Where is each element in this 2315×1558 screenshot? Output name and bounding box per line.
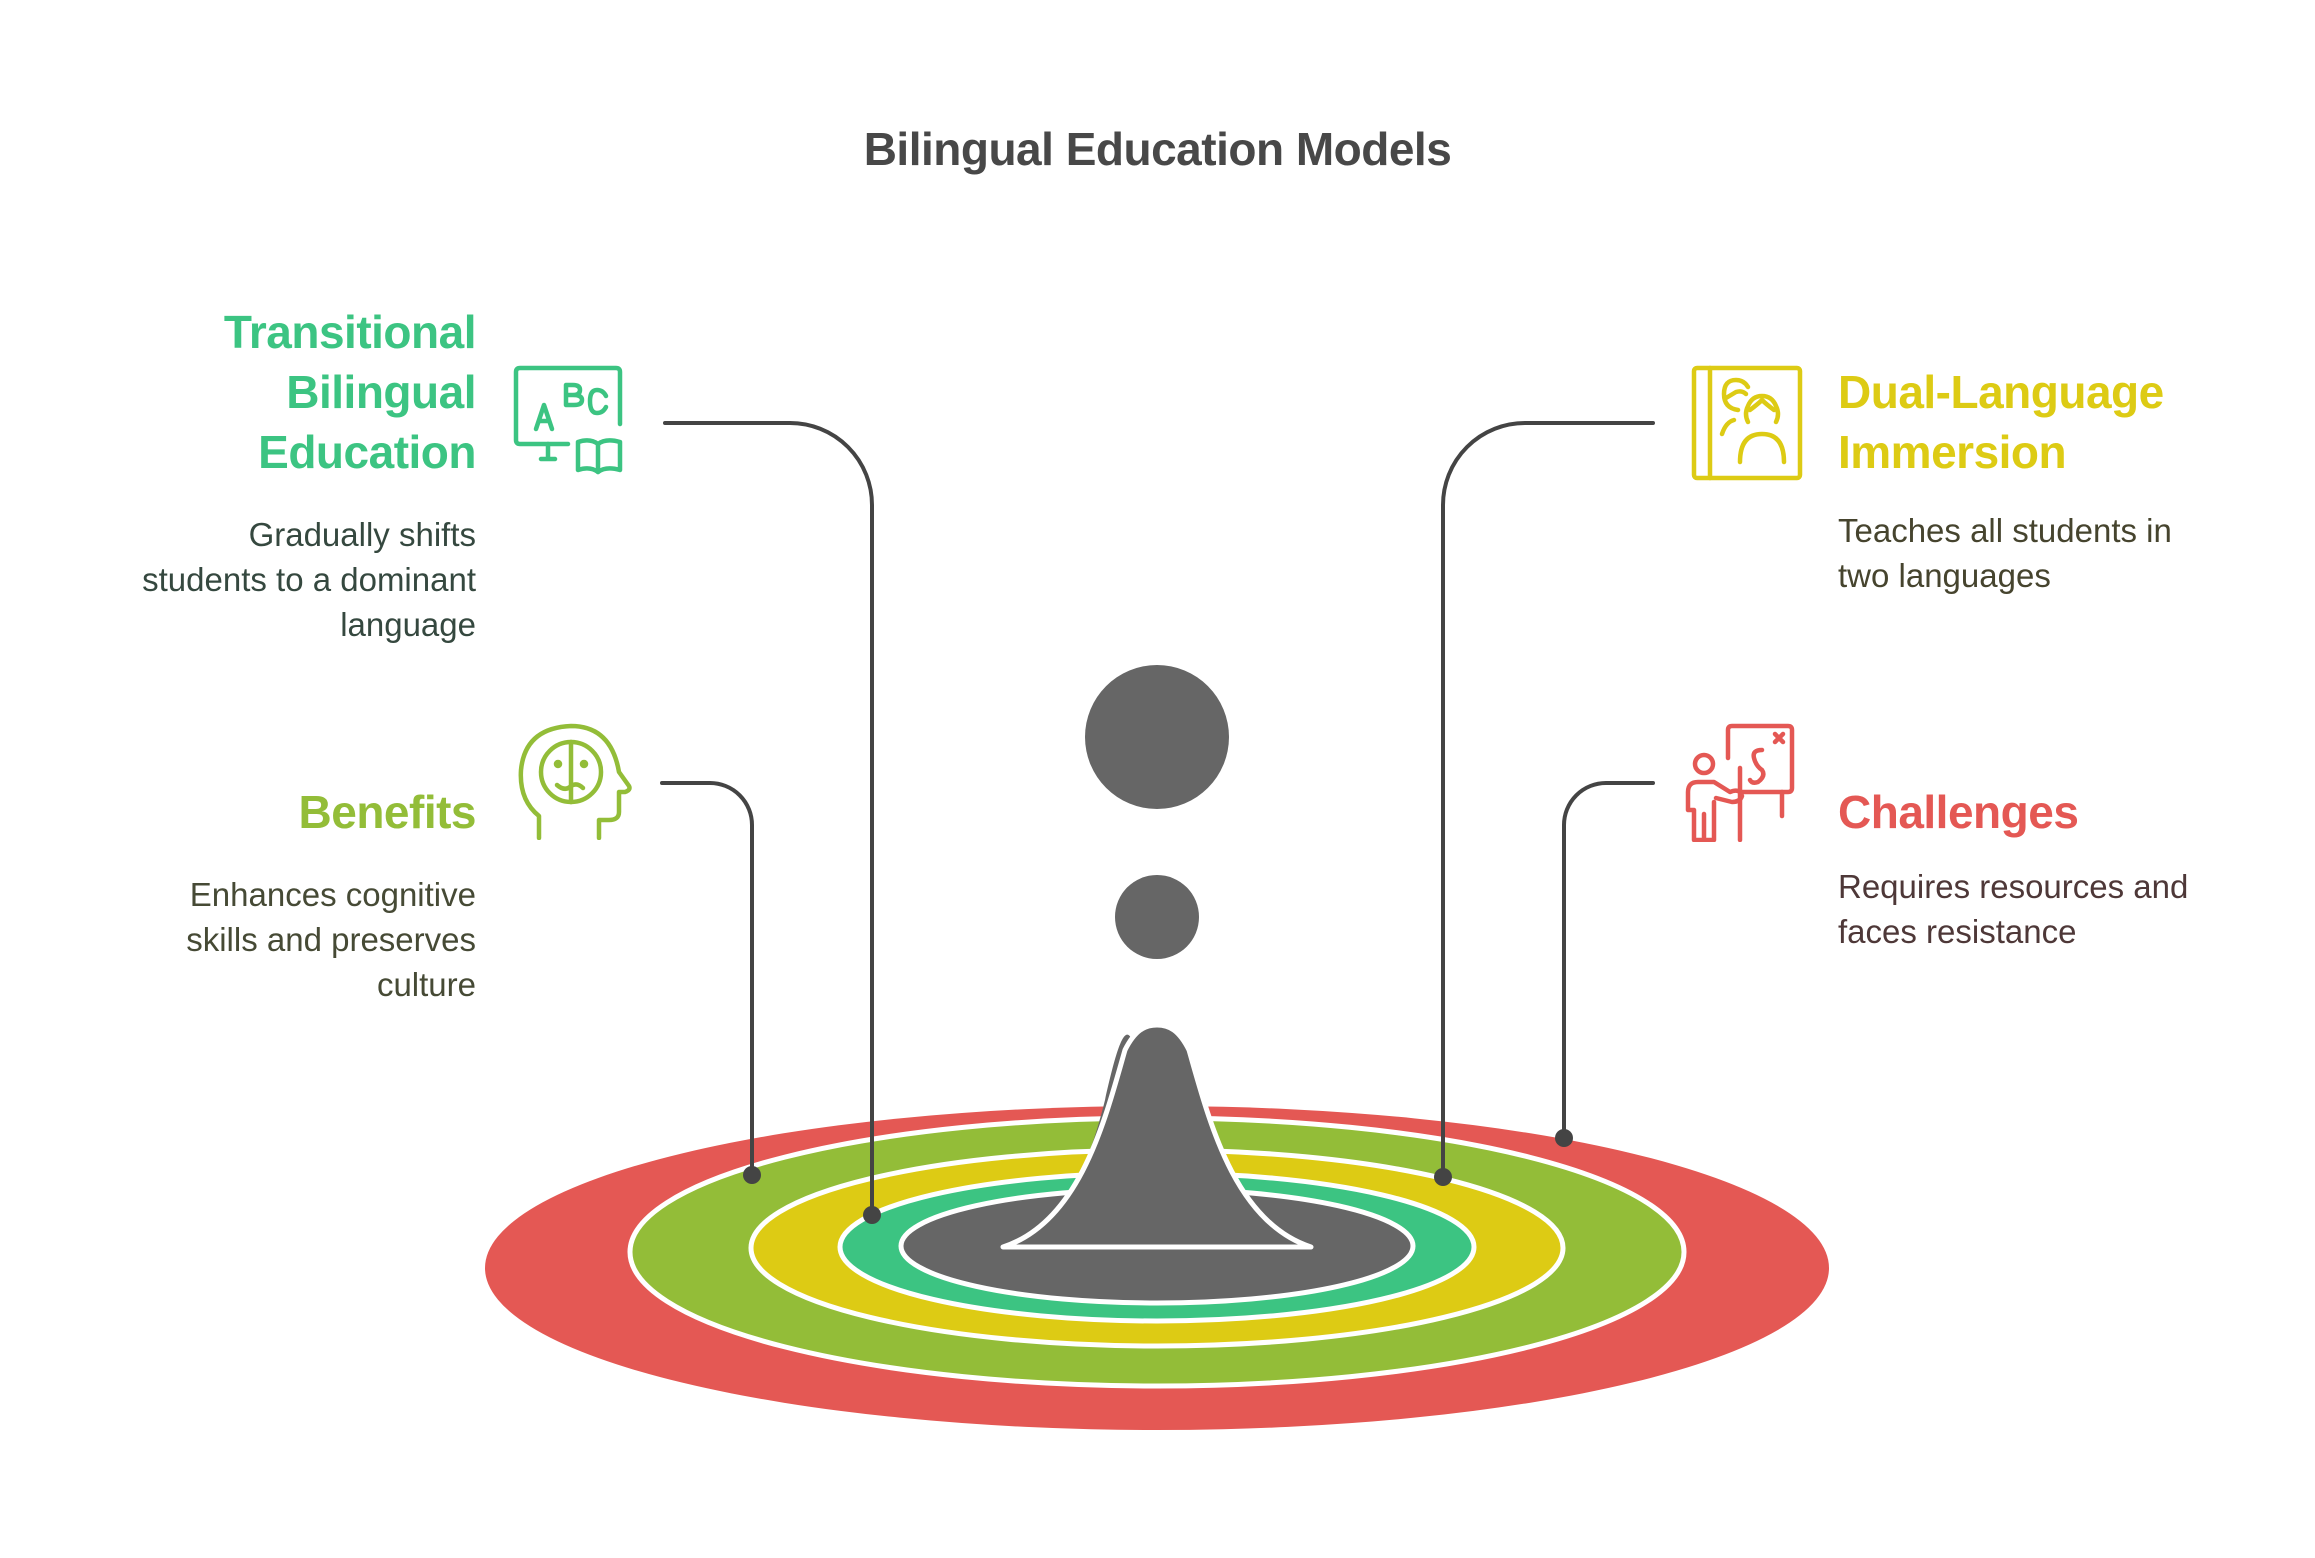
teacher-at-board-icon bbox=[1685, 723, 1795, 842]
description-line: Gradually shifts bbox=[248, 516, 476, 553]
drop-small bbox=[1115, 875, 1199, 959]
connector-dual-language bbox=[1441, 421, 1655, 1178]
splash-peak-shape bbox=[1000, 1022, 1314, 1250]
heading-line: Benefits bbox=[298, 786, 477, 838]
description-line: culture bbox=[376, 966, 476, 1003]
heading-line: Transitional bbox=[223, 306, 477, 358]
heading-benefits: Benefits bbox=[56, 782, 477, 842]
description-transitional: Gradually shifts students to a dominant … bbox=[56, 512, 476, 647]
heading-challenges: Challenges bbox=[1838, 782, 2258, 842]
dot-challenges bbox=[1555, 1129, 1573, 1147]
item-dual-language: Dual-Language Immersion Teaches all stud… bbox=[1838, 362, 2258, 598]
item-challenges: Challenges Requires resources and faces … bbox=[1838, 782, 2258, 954]
description-line: Teaches all students in bbox=[1838, 512, 2172, 549]
description-benefits: Enhances cognitive skills and preserves … bbox=[56, 872, 476, 1007]
heading-line: Dual-Language bbox=[1838, 366, 2164, 418]
description-line: two languages bbox=[1838, 557, 2051, 594]
description-line: Enhances cognitive bbox=[189, 876, 476, 913]
head-with-face-icon bbox=[518, 723, 632, 840]
diagram-title: Bilingual Education Models bbox=[863, 123, 1452, 175]
drop-large bbox=[1085, 665, 1229, 809]
description-line: language bbox=[340, 606, 476, 643]
connector-benefits bbox=[660, 781, 754, 1176]
heading-line: Challenges bbox=[1838, 786, 2079, 838]
item-transitional: Transitional Bilingual Education Gradual… bbox=[56, 302, 476, 647]
heading-dual-language: Dual-Language Immersion bbox=[1838, 362, 2258, 482]
heading-line: Bilingual bbox=[286, 366, 476, 418]
connector-challenges bbox=[1562, 781, 1655, 1139]
description-challenges: Requires resources and faces resistance bbox=[1838, 864, 2258, 954]
dot-transitional bbox=[863, 1206, 881, 1224]
description-dual-language: Teaches all students in two languages bbox=[1838, 508, 2258, 598]
heading-line: Education bbox=[258, 426, 476, 478]
description-line: skills and preserves bbox=[186, 921, 476, 958]
abc-board-book-icon bbox=[513, 365, 623, 475]
dot-dual-language bbox=[1434, 1168, 1452, 1186]
description-line: students to a dominant bbox=[142, 561, 476, 598]
heading-transitional: Transitional Bilingual Education bbox=[56, 302, 477, 482]
connector-transitional bbox=[663, 421, 874, 1216]
description-line: faces resistance bbox=[1838, 913, 2077, 950]
heading-line: Immersion bbox=[1838, 426, 2067, 478]
book-with-people-icon bbox=[1691, 365, 1803, 481]
item-benefits: Benefits Enhances cognitive skills and p… bbox=[56, 782, 476, 1007]
dot-benefits bbox=[743, 1166, 761, 1184]
description-line: Requires resources and bbox=[1838, 868, 2189, 905]
